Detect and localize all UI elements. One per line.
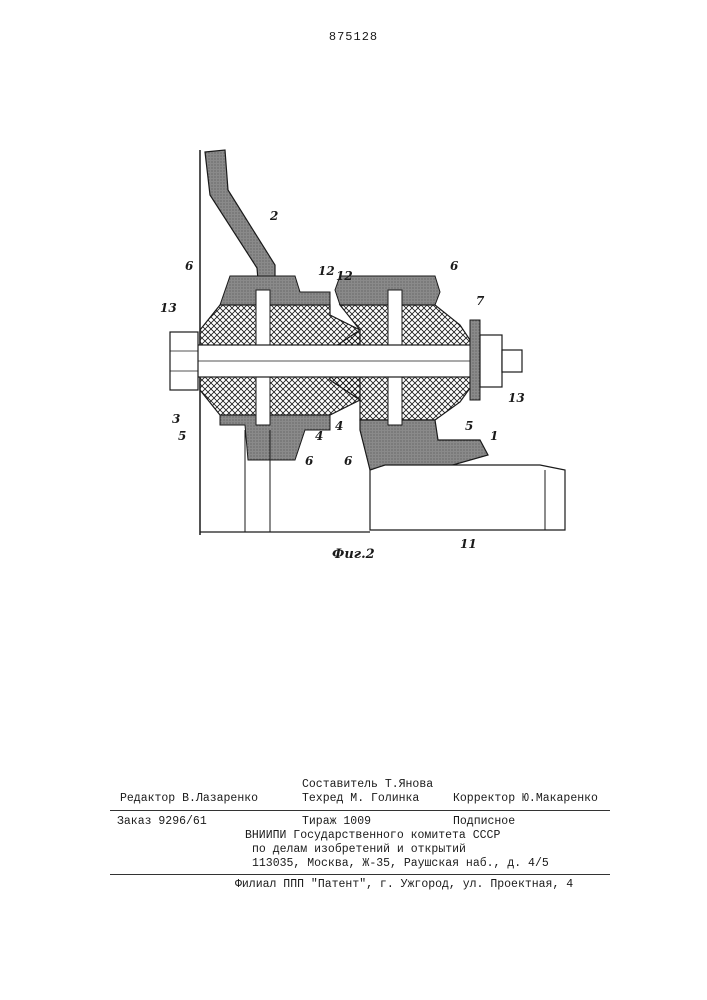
org-line-2: по делам изобретений и открытий xyxy=(252,843,466,856)
corrector-line: Корректор Ю.Макаренко xyxy=(453,792,598,805)
divider-1 xyxy=(110,810,610,811)
org-line-1: ВНИИПИ Государственного комитета СССР xyxy=(245,829,500,842)
order-line: Заказ 9296/61 xyxy=(117,815,207,828)
circulation-line: Тираж 1009 xyxy=(302,815,371,828)
divider-2 xyxy=(110,874,610,875)
editor-line: Редактор В.Лазаренко xyxy=(120,792,258,805)
org-line-3: 113035, Москва, Ж-35, Раушская наб., д. … xyxy=(252,857,549,870)
branch-line: Филиал ППП "Патент", г. Ужгород, ул. Про… xyxy=(235,878,573,891)
compiler-line: Составитель Т.Янова xyxy=(302,778,433,791)
techred-line: Техред М. Голинка xyxy=(302,792,419,805)
subscription-line: Подписное xyxy=(453,815,515,828)
